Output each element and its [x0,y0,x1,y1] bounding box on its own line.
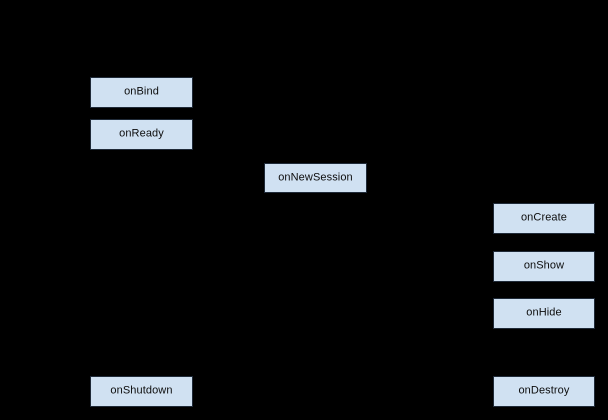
node-on-new-session[interactable]: onNewSession [264,163,367,193]
edge-new-session-to-create [315,193,316,203]
edge-ready-to-shutdown [141,150,142,376]
node-on-create[interactable]: onCreate [493,203,595,234]
node-label-on-hide: onHide [526,306,562,319]
node-label-on-new-session: onNewSession [278,171,353,183]
node-on-hide[interactable]: onHide [493,298,595,329]
edge-create-to-show [544,234,545,251]
node-label-on-destroy: onDestroy [518,384,570,397]
node-label-on-show: onShow [523,259,565,272]
node-on-destroy[interactable]: onDestroy [493,376,595,407]
edge-hide-to-destroy [544,329,545,376]
node-label-on-bind: onBind [124,85,159,98]
node-label-on-ready: onReady [119,127,164,140]
node-on-ready[interactable]: onReady [90,119,193,150]
edge-show-to-hide [544,282,545,298]
node-on-shutdown[interactable]: onShutdown [90,376,193,407]
edge-bind-to-ready [141,108,142,119]
node-on-show[interactable]: onShow [493,251,595,282]
node-label-on-create: onCreate [520,211,568,224]
node-on-bind[interactable]: onBind [90,77,193,108]
node-label-on-shutdown: onShutdown [110,384,173,397]
